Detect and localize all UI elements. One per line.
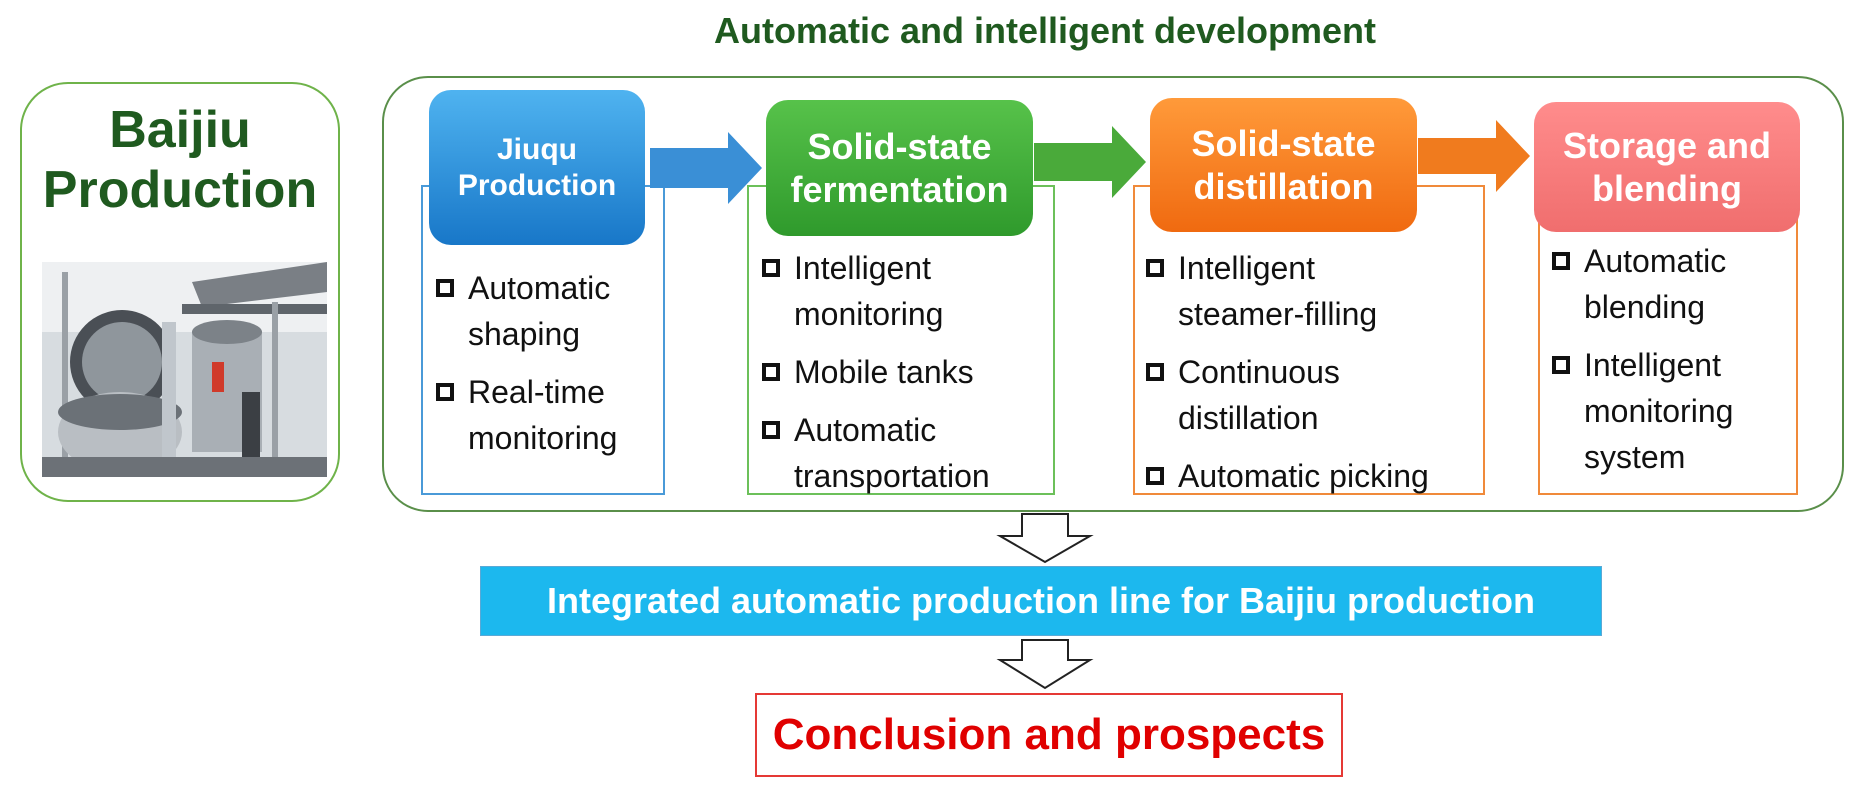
stage-jiuqu-title-1: Jiuqu: [496, 132, 577, 166]
stage-storage-header: Storage and blending: [1534, 102, 1800, 232]
stage-storage-title-1: Storage and: [1562, 124, 1772, 166]
checkbox-icon: [1146, 363, 1164, 381]
list-item: Automatic picking: [1144, 453, 1484, 499]
stage-distillation-title-1: Solid-state: [1191, 122, 1376, 164]
checkbox-icon: [762, 363, 780, 381]
checkbox-icon: [1552, 252, 1570, 270]
baijiu-production-title: Baijiu Production: [20, 100, 340, 220]
stage-storage-title-2: blending: [1592, 168, 1742, 209]
stage-fermentation-header: Solid-state fermentation: [766, 100, 1033, 236]
stage-jiuqu-header: Jiuqu Production: [429, 90, 645, 245]
conclusion-box: Conclusion and prospects: [755, 693, 1343, 777]
title-line-2: Production: [42, 161, 318, 219]
stage-fermentation-box: [747, 185, 1055, 495]
arrow-down-icon: [996, 639, 1094, 690]
stage-storage-box: [1538, 215, 1798, 495]
stage-distillation-box: [1133, 185, 1485, 495]
arrow-down-icon: [996, 513, 1094, 564]
checkbox-icon: [1146, 467, 1164, 485]
checkbox-icon: [1552, 356, 1570, 374]
stage-distillation-title-2: distillation: [1193, 166, 1374, 207]
stage-distillation-header: Solid-state distillation: [1150, 98, 1417, 232]
checkbox-icon: [436, 383, 454, 401]
diagram-title: Automatic and intelligent development: [713, 10, 1377, 51]
list-item: Mobile tanks: [760, 349, 1055, 395]
checkbox-icon: [762, 421, 780, 439]
baijiu-production-panel: [20, 82, 340, 502]
stage-fermentation-title-1: Solid-state: [807, 125, 992, 167]
checkbox-icon: [436, 279, 454, 297]
development-panel: [382, 76, 1844, 512]
stage-jiuqu-title-2: Production: [457, 168, 617, 202]
stage-fermentation-title-2: fermentation: [790, 169, 1009, 210]
checkbox-icon: [762, 259, 780, 277]
checkbox-icon: [1146, 259, 1164, 277]
title-line-1: Baijiu: [109, 101, 251, 159]
factory-photo: [42, 262, 327, 477]
integrated-line-banner: Integrated automatic production line for…: [480, 566, 1602, 636]
